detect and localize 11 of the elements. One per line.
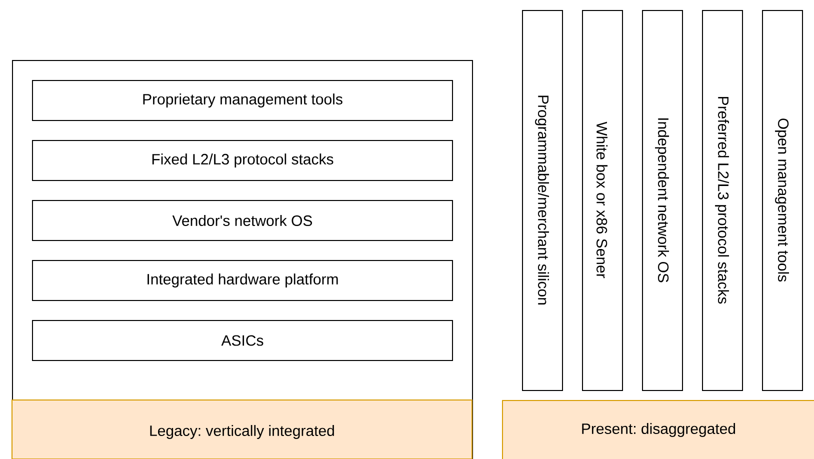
layer-box: Fixed L2/L3 protocol stacks xyxy=(32,140,453,181)
component-bar: Preferred L2/L3 protocol stacks xyxy=(702,10,743,391)
component-bar: Programmable/merchant silicon xyxy=(522,10,563,391)
layer-box: Vendor's network OS xyxy=(32,200,453,241)
component-bar: Open management tools xyxy=(762,10,803,391)
component-bar: Independent network OS xyxy=(642,10,683,391)
layer-box: Integrated hardware platform xyxy=(32,260,453,301)
layer-box: Proprietary management tools xyxy=(32,80,453,121)
component-bar: White box or x86 Sener xyxy=(582,10,623,391)
caption-band: Present: disaggregated xyxy=(502,400,814,459)
layer-box: ASICs xyxy=(32,320,453,361)
